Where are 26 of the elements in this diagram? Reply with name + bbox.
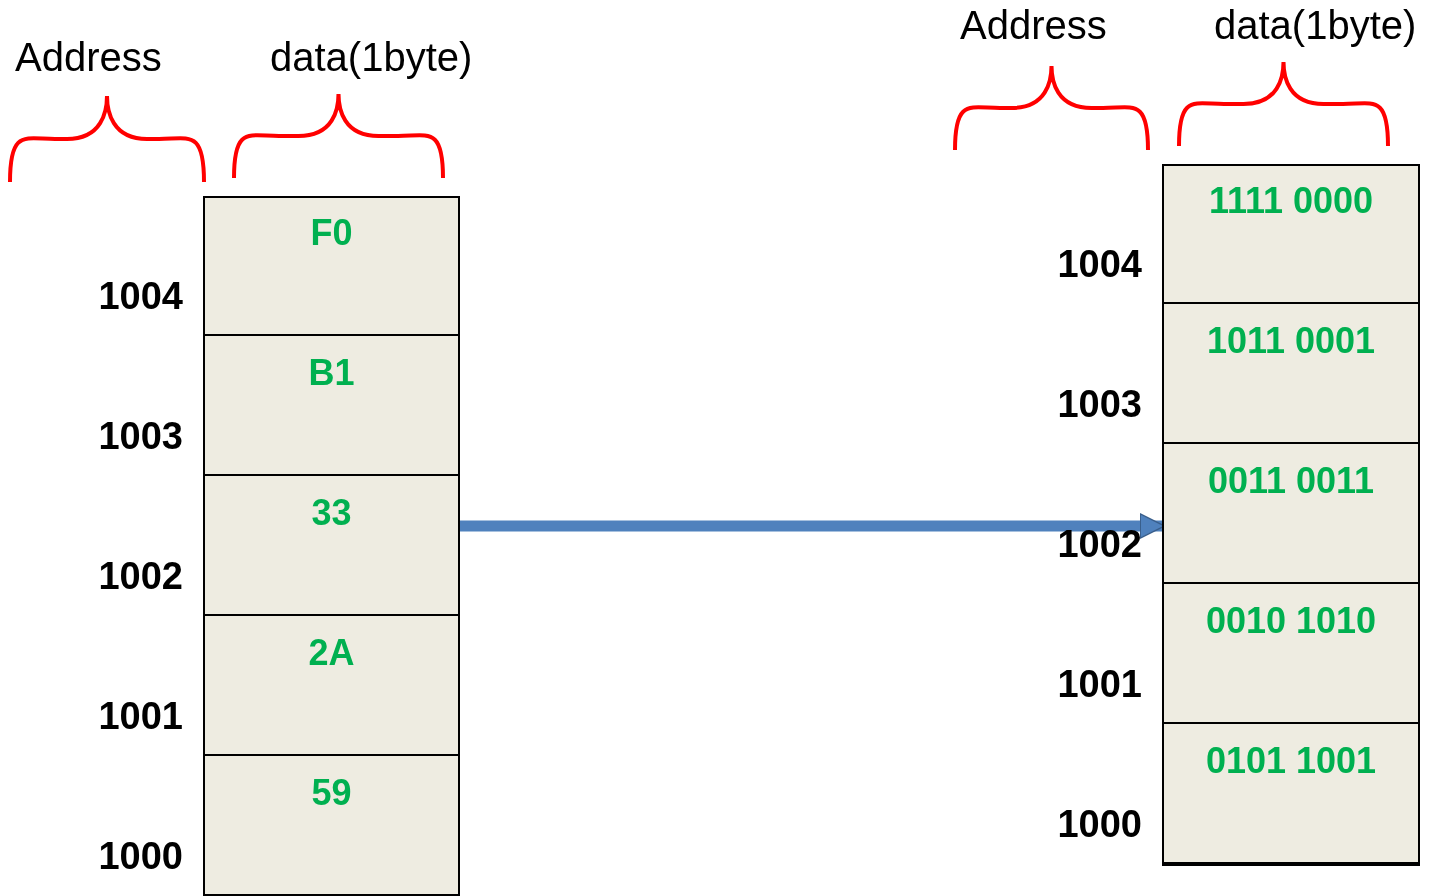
column-heading: data(1byte) bbox=[1214, 3, 1417, 48]
address-label: 1003 bbox=[1057, 383, 1142, 426]
address-label: 1004 bbox=[1057, 243, 1142, 286]
memory-table bbox=[203, 196, 460, 896]
column-heading: Address bbox=[960, 3, 1107, 48]
address-label: 1002 bbox=[1057, 523, 1142, 566]
memory-cell: 2A bbox=[205, 616, 458, 756]
memory-cell: B1 bbox=[205, 336, 458, 476]
memory-cell: F0 bbox=[205, 196, 458, 336]
column-heading: data(1byte) bbox=[270, 35, 473, 80]
memory-cell: 1011 0001 bbox=[1164, 304, 1418, 444]
address-label: 1000 bbox=[1057, 803, 1142, 846]
address-label: 1001 bbox=[1057, 663, 1142, 706]
memory-table bbox=[1162, 164, 1420, 866]
memory-cell: 0011 0011 bbox=[1164, 444, 1418, 584]
address-label: 1002 bbox=[98, 555, 183, 598]
memory-cell: 0010 1010 bbox=[1164, 584, 1418, 724]
memory-cell: 0101 1001 bbox=[1164, 724, 1418, 864]
address-label: 1000 bbox=[98, 835, 183, 878]
memory-cell: 1111 0000 bbox=[1164, 164, 1418, 304]
column-heading: Address bbox=[15, 35, 162, 80]
address-label: 1001 bbox=[98, 695, 183, 738]
memory-cell: 33 bbox=[205, 476, 458, 616]
address-label: 1004 bbox=[98, 275, 183, 318]
memory-cell: 59 bbox=[205, 756, 458, 896]
address-label: 1003 bbox=[98, 415, 183, 458]
